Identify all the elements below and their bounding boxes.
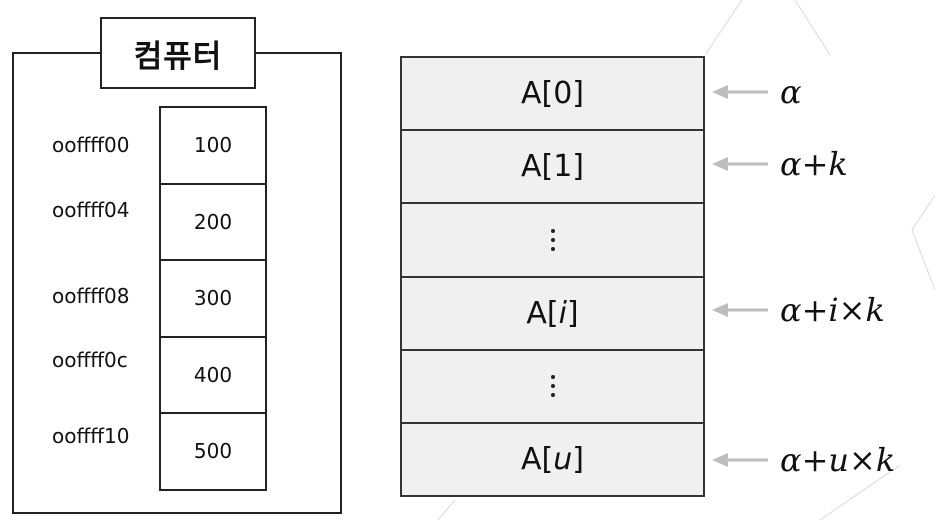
array-cell-suffix: ] xyxy=(566,295,579,331)
array-cell-prefix: A[ xyxy=(526,295,559,331)
array-cell-prefix: A[ xyxy=(520,149,554,185)
left-arrow-icon xyxy=(712,85,768,99)
memory-cell: 300 xyxy=(161,261,265,338)
array-cell-prefix: A[ xyxy=(520,76,554,112)
array-cell-i: A[i] xyxy=(402,277,703,351)
address-formula: α+i×k xyxy=(780,291,885,329)
memory-address: ooffff0c xyxy=(52,348,128,372)
vertical-ellipsis-icon xyxy=(550,228,555,251)
array-cell-ellipsis xyxy=(402,204,703,278)
array-cell-u: A[u] xyxy=(402,423,703,498)
memory-cell: 500 xyxy=(161,414,265,491)
array-cell-suffix: ] xyxy=(572,76,585,112)
array-cell-prefix: A[ xyxy=(521,442,554,478)
array-diagram: A[0] A[1] A[i] A[u] xyxy=(400,56,705,498)
memory-cell: 200 xyxy=(161,185,265,261)
address-pointer: α+u×k xyxy=(712,440,895,480)
array-cell-suffix: ] xyxy=(572,149,585,185)
left-arrow-icon xyxy=(712,303,768,317)
memory-cell: 100 xyxy=(161,108,265,185)
array-cell-index: 1 xyxy=(553,149,573,185)
computer-memory-frame xyxy=(12,52,342,514)
memory-cell: 400 xyxy=(161,338,265,414)
address-pointer: α xyxy=(712,72,802,112)
array-cell-1: A[1] xyxy=(402,131,703,205)
memory-address: ooffff10 xyxy=(52,424,130,448)
address-formula: α xyxy=(780,73,802,111)
left-arrow-icon xyxy=(712,453,768,467)
array-cell-suffix: ] xyxy=(572,442,584,478)
array-cell-ellipsis xyxy=(402,350,703,424)
address-formula: α+u×k xyxy=(780,441,896,479)
memory-address: ooffff04 xyxy=(52,198,130,222)
address-pointer: α+i×k xyxy=(712,290,885,330)
array-cell-index: i xyxy=(558,295,567,331)
left-arrow-icon xyxy=(712,157,768,171)
vertical-ellipsis-icon xyxy=(550,375,555,398)
computer-title: 컴퓨터 xyxy=(100,17,256,89)
array-cell-0: A[0] xyxy=(402,58,703,132)
memory-cells: 100 200 300 400 500 xyxy=(159,106,267,491)
address-pointer: α+k xyxy=(712,144,848,184)
memory-address: ooffff08 xyxy=(52,284,130,308)
memory-address: ooffff00 xyxy=(52,133,130,157)
array-cell-index: 0 xyxy=(553,76,573,112)
array-cell-index: u xyxy=(553,442,573,478)
address-formula: α+k xyxy=(780,145,848,183)
